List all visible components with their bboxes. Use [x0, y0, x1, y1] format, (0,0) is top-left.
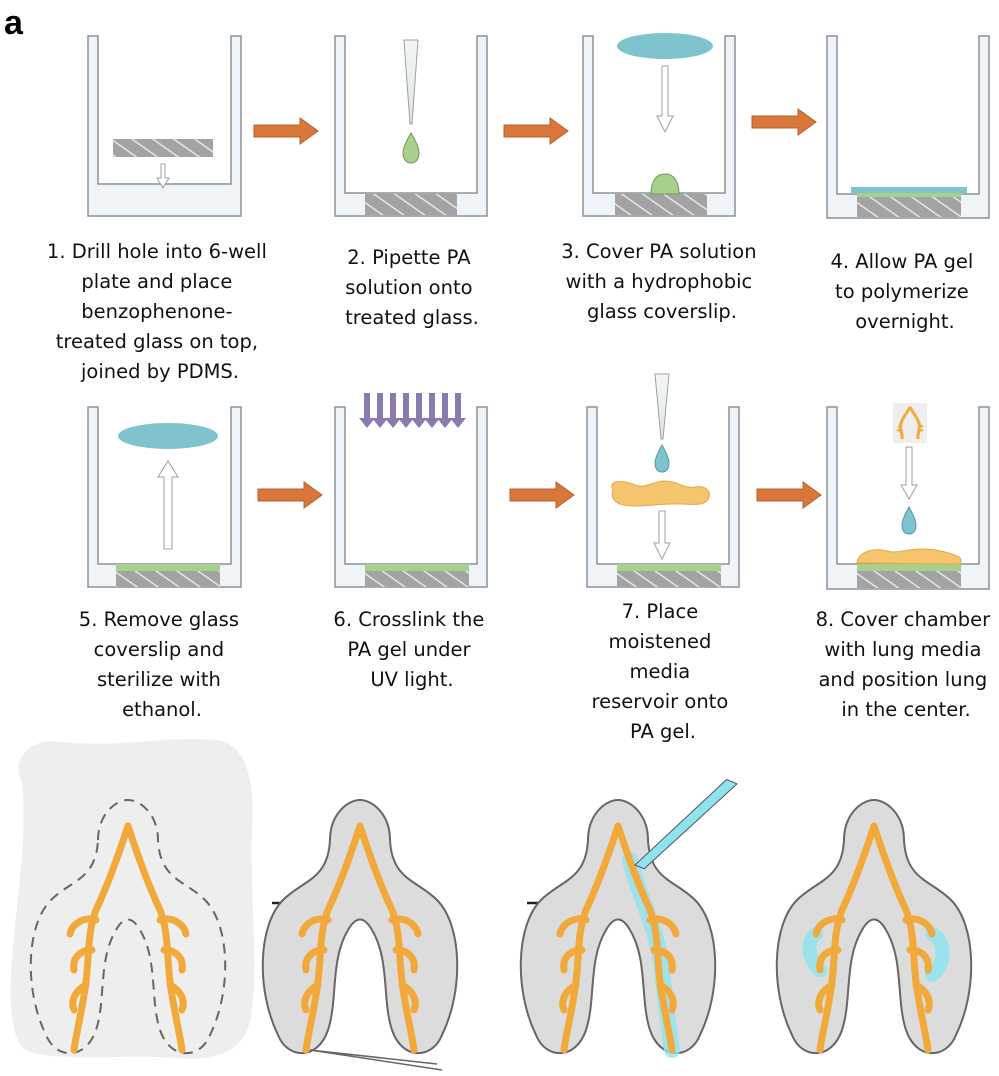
step-8-well	[827, 403, 989, 589]
lung-explant	[777, 800, 971, 1053]
media-droplet	[902, 507, 916, 534]
lung-explant	[521, 800, 715, 1053]
treated-glass	[113, 139, 213, 157]
step-5-caption: 5. Remove glass coverslip and sterilize …	[79, 608, 245, 721]
orange-arrow-icon	[752, 109, 816, 135]
orange-arrow-icon	[258, 482, 322, 508]
panel-label: a	[4, 4, 24, 42]
pa-gel	[116, 564, 220, 571]
step-2-well	[335, 36, 487, 216]
step-4-caption: 4. Allow PA gel to polymerize overnight.	[830, 250, 979, 333]
lung-tissue-icon	[893, 403, 927, 443]
treated-glass	[365, 194, 457, 215]
uv-light-arrows	[359, 393, 466, 428]
coverslip	[851, 187, 967, 193]
pa-gel	[365, 564, 469, 571]
media-droplet	[655, 445, 669, 472]
step-2-caption: 2. Pipette PA solution onto treated glas…	[345, 246, 479, 329]
lung-dissection-4	[777, 800, 971, 1053]
step-1-caption: 1. Drill hole into 6-well plate and plac…	[47, 240, 273, 383]
lung-media	[857, 549, 961, 564]
lung-explant	[263, 800, 457, 1053]
orange-arrow-icon	[757, 482, 821, 508]
step-4-well	[827, 36, 989, 218]
pa-gel	[617, 564, 721, 571]
down-arrow-icon	[901, 447, 917, 499]
pipette-icon	[404, 40, 418, 124]
down-arrow-icon	[657, 66, 673, 132]
media-reservoir	[612, 481, 710, 506]
pipette-icon	[655, 374, 669, 439]
lung-dissection-2	[263, 800, 457, 1070]
pa-droplet	[651, 174, 679, 194]
step-1-well	[88, 36, 241, 216]
surrounding-tissue	[11, 739, 255, 1059]
lung-dissection-3	[521, 776, 754, 1053]
orange-arrow-icon	[504, 118, 568, 144]
treated-glass	[857, 196, 961, 217]
step-7-caption: 7. Place moistened media reservoir onto …	[592, 600, 735, 743]
step-6-well	[335, 393, 487, 587]
coverslip	[118, 423, 218, 449]
pa-droplet	[403, 133, 419, 163]
orange-arrow-icon	[510, 482, 574, 508]
lung-dissection-1	[11, 739, 255, 1059]
step-6-caption: 6. Crosslink the PA gel under UV light.	[333, 608, 490, 691]
treated-glass	[615, 194, 707, 215]
coverslip	[617, 33, 713, 59]
step-5-well	[88, 407, 241, 587]
step-8-caption: 8. Cover chamber with lung media and pos…	[816, 608, 997, 721]
pa-gel	[857, 564, 961, 571]
step-3-well	[583, 33, 735, 216]
up-arrow-icon	[158, 461, 178, 549]
down-arrow-icon	[654, 511, 670, 559]
step-7-well	[587, 374, 739, 587]
step-3-caption: 3. Cover PA solution with a hydrophobic …	[561, 240, 763, 323]
orange-arrow-icon	[254, 118, 318, 144]
